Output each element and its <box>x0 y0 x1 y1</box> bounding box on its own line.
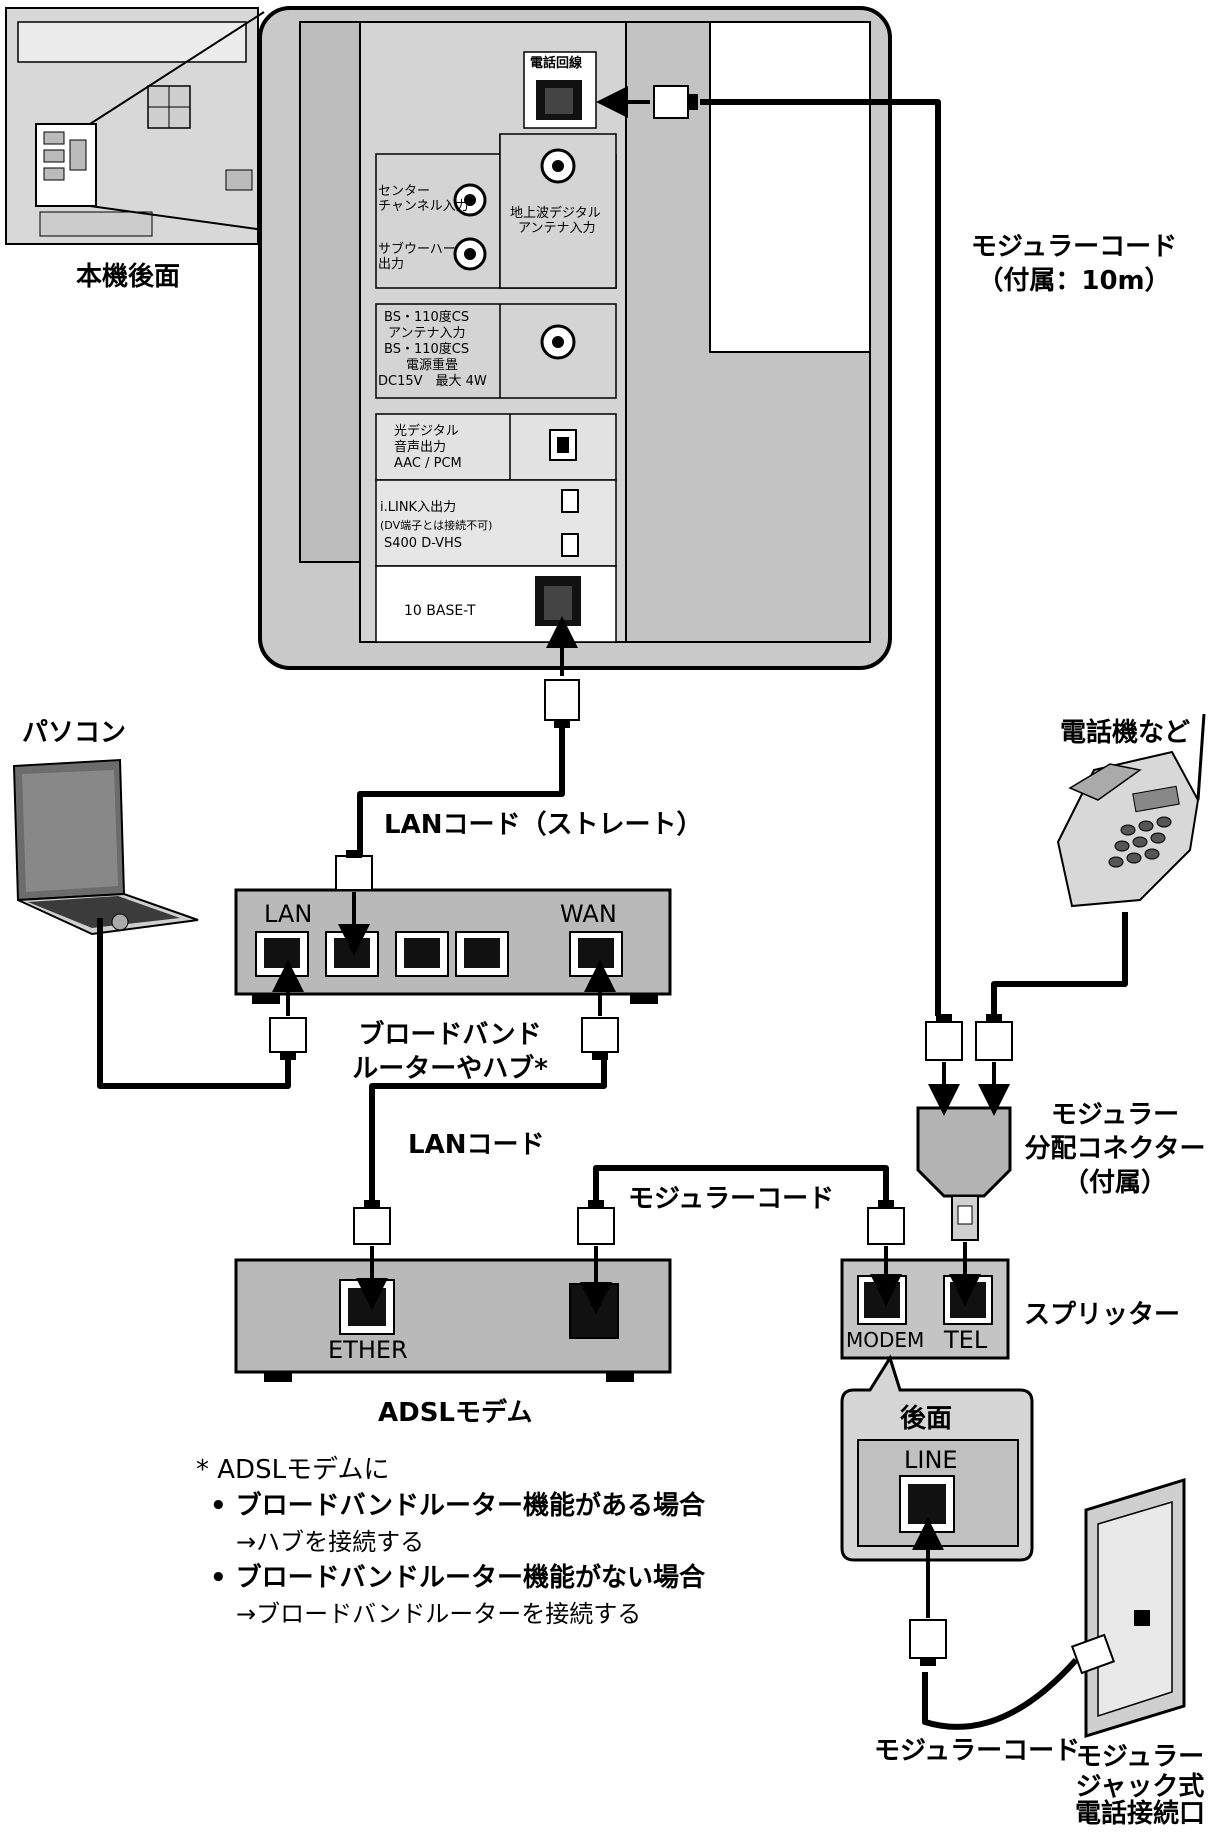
splitter-label: スプリッター <box>1024 1300 1181 1330</box>
adsl-modem-body <box>234 1258 672 1382</box>
cable-lan-pc <box>97 918 291 1089</box>
panel-ilink-label-3: S400 D-VHS <box>384 536 463 551</box>
modular-cord-top-label: モジュラーコード <box>970 232 1178 262</box>
panel-center-label-1: センター <box>378 184 431 199</box>
arrows <box>272 86 1010 1618</box>
panel-ilink-label-1: i.LINK入出力 <box>380 500 457 515</box>
lan-cord-label: LANコード <box>408 1130 545 1160</box>
panel-optical-label-1: 光デジタル <box>394 424 459 439</box>
panel-sub-label-2: 出力 <box>378 257 405 272</box>
laptop-illustration <box>12 758 199 936</box>
cables <box>97 99 1128 1730</box>
footnote-line-1: * ADSLモデムに <box>196 1455 390 1485</box>
rear-face-label: 後面 <box>900 1404 953 1434</box>
cable-modular-adsl <box>593 1165 889 1206</box>
panel-base-t-label: 10 BASE-T <box>404 603 476 619</box>
panel-bs-label-5: DC15V 最大 4W <box>378 374 487 389</box>
modular-cord-top-sub-label: （付属：10m） <box>977 266 1171 296</box>
cable-phone-line <box>700 99 941 1016</box>
router-wan-port-label: WAN <box>560 900 617 928</box>
splitter-connector-label-2: 分配コネクター <box>1024 1134 1206 1164</box>
splitter-tel-port-label: TEL <box>944 1326 988 1354</box>
tv-rear-label: 本機後面 <box>76 262 181 292</box>
cable-modular-wall <box>922 1657 1079 1730</box>
panel-phone-line-label: 電話回線 <box>530 56 583 71</box>
tv-rear-thumbnail <box>5 7 265 245</box>
footnote-line-5: →ブロードバンドルーターを接続する <box>236 1600 642 1628</box>
footnote: * ADSLモデムに • ブロードバンドルーター機能がある場合 →ハブを接続する… <box>196 1452 705 1632</box>
footnote-line-3: →ハブを接続する <box>236 1528 425 1556</box>
panel-center-label-2: チャンネル入力 <box>378 199 469 214</box>
footnote-line-2: • ブロードバンドルーター機能がある場合 <box>210 1491 705 1521</box>
jack-label-2: ジャック式 <box>1075 1772 1205 1802</box>
cable-lan-tv <box>357 728 565 856</box>
panel-sub-label-1: サブウーハー <box>378 242 456 257</box>
panel-bs-label-2: アンテナ入力 <box>388 326 466 341</box>
phone-label: 電話機など <box>1060 718 1191 748</box>
splitter-modem-port-label: MODEM <box>846 1328 925 1352</box>
modular-cord-mid-label: モジュラーコード <box>628 1184 835 1214</box>
splitter-connector <box>916 1106 1012 1241</box>
plugs <box>269 85 1116 1675</box>
splitter-rear-callout <box>840 1354 1034 1562</box>
router-label-1: ブロードバンド <box>358 1020 542 1050</box>
panel-terrestrial-label-1: 地上波デジタル <box>510 206 601 221</box>
panel-bs-label-3: BS・110度CS <box>384 342 470 357</box>
splitter-connector-label-1: モジュラー <box>1050 1100 1180 1130</box>
adsl-ether-port-label: ETHER <box>328 1336 408 1364</box>
panel-optical-label-2: 音声出力 <box>394 440 447 455</box>
rear-panel-zoom <box>258 6 892 670</box>
pc-label: パソコン <box>22 718 127 748</box>
jack-label-3: 電話接続口 <box>1074 1799 1205 1829</box>
router-lan-port-label: LAN <box>264 900 313 928</box>
splitter-connector-label-3: （付属） <box>1062 1168 1167 1198</box>
cable-telephone <box>991 912 1128 1020</box>
router-label-2: ルーターやハブ* <box>352 1054 548 1084</box>
modular-cord-bottom-label: モジュラーコード <box>874 1736 1081 1766</box>
panel-bs-label-1: BS・110度CS <box>384 310 470 325</box>
cable-lan-modem <box>369 1058 607 1206</box>
panel-bs-label-4: 電源重畳 <box>406 358 459 373</box>
adsl-modem-label: ADSLモデム <box>378 1398 533 1428</box>
panel-optical-label-3: AAC / PCM <box>394 456 462 471</box>
jack-label-1: モジュラー <box>1075 1742 1205 1772</box>
wall-jack <box>1084 1477 1186 1739</box>
panel-ilink-label-2: (DV端子とは接続不可) <box>380 519 493 532</box>
footnote-line-4: • ブロードバンドルーター機能がない場合 <box>210 1563 705 1593</box>
lan-straight-label: LANコード（ストレート） <box>384 810 703 840</box>
panel-terrestrial-label-2: アンテナ入力 <box>518 221 596 236</box>
splitter-line-port-label: LINE <box>904 1446 958 1474</box>
telephone-illustration <box>1056 713 1206 908</box>
